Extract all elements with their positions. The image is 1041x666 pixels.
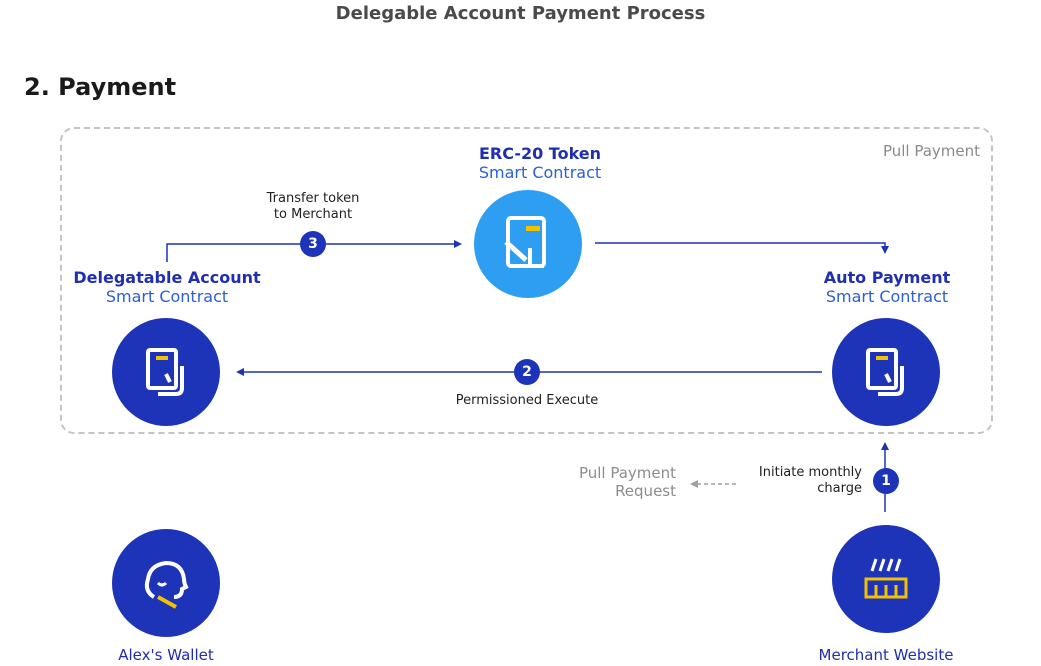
auto-payment-node bbox=[832, 318, 940, 426]
delegatable-title: Delegatable Account Smart Contract bbox=[57, 268, 277, 306]
merchant-caption: Merchant Website bbox=[818, 646, 954, 664]
delegatable-node bbox=[112, 318, 220, 426]
pull-payment-request-label: Pull Payment Request bbox=[536, 464, 676, 500]
step3-badge: 3 bbox=[300, 231, 326, 257]
step3-label: Transfer token to Merchant bbox=[238, 191, 388, 223]
page-title: Delegable Account Payment Process bbox=[335, 3, 706, 24]
step1-label-line2: charge bbox=[817, 481, 862, 496]
step3-label-line2: to Merchant bbox=[273, 207, 353, 222]
step1-badge: 1 bbox=[873, 468, 899, 494]
wallet-caption: Alex's Wallet bbox=[118, 646, 214, 664]
pull-payment-boundary bbox=[60, 127, 993, 434]
erc20-title-line2: Smart Contract bbox=[478, 163, 602, 182]
pull-payment-label: Pull Payment bbox=[882, 142, 980, 160]
arrow-erc20-to-auto bbox=[595, 242, 889, 254]
document-icon bbox=[504, 216, 546, 268]
step3-label-line1: Transfer token bbox=[266, 191, 360, 206]
section-heading: 2. Payment bbox=[24, 73, 177, 101]
head-icon bbox=[144, 560, 189, 609]
step1-label-line1: Initiate monthly bbox=[758, 465, 862, 480]
merchant-node bbox=[832, 525, 940, 633]
step2-label: Permissioned Execute bbox=[455, 393, 599, 408]
auto-payment-title-line2: Smart Contract bbox=[825, 287, 949, 306]
auto-payment-title-line1: Auto Payment bbox=[823, 268, 951, 287]
erc20-title: ERC-20 Token Smart Contract bbox=[430, 144, 650, 182]
step1-label: Initiate monthly charge bbox=[736, 465, 862, 497]
wallet-node bbox=[112, 529, 220, 637]
pull-request-line1: Pull Payment bbox=[578, 464, 676, 482]
erc20-node bbox=[474, 190, 582, 298]
auto-payment-title: Auto Payment Smart Contract bbox=[777, 268, 997, 306]
delegatable-title-line2: Smart Contract bbox=[105, 287, 229, 306]
document-icon bbox=[866, 348, 904, 396]
delegatable-title-line1: Delegatable Account bbox=[73, 268, 261, 287]
erc20-title-line1: ERC-20 Token bbox=[478, 144, 602, 163]
factory-icon bbox=[864, 558, 908, 599]
step2-badge: 2 bbox=[514, 359, 540, 385]
arrow-transfer-token bbox=[166, 240, 462, 262]
document-icon bbox=[146, 348, 184, 396]
pull-request-line2: Request bbox=[615, 482, 676, 500]
